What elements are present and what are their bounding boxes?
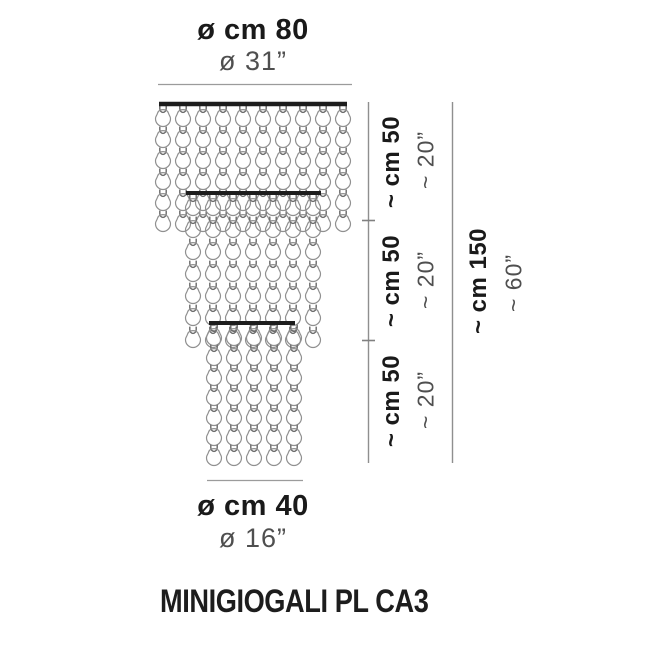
tier3-height-imperial-label: ~ 20” [412,370,439,430]
top-diameter-metric-label: ø cm 80 [197,14,309,46]
bottom-diameter-imperial-label: ø 16” [218,523,288,553]
total-height-imperial-label: ~ 60” [500,253,527,313]
tier2-height-metric-label: ~ cm 50 [378,234,405,328]
top-diameter-imperial-label: ø 31” [218,46,288,76]
tier1-height-imperial-label: ~ 20” [412,130,439,190]
tier3-height-metric-label: ~ cm 50 [378,354,405,448]
tier2-height-imperial-label: ~ 20” [412,250,439,310]
bottom-diameter-metric-label: ø cm 40 [197,490,309,522]
tier1-height-metric-label: ~ cm 50 [378,115,405,209]
product-name: MINIGIOGALI PL CA3 [160,583,429,619]
glass-hook-mesh [154,104,352,467]
total-height-metric-label: ~ cm 150 [465,227,492,335]
